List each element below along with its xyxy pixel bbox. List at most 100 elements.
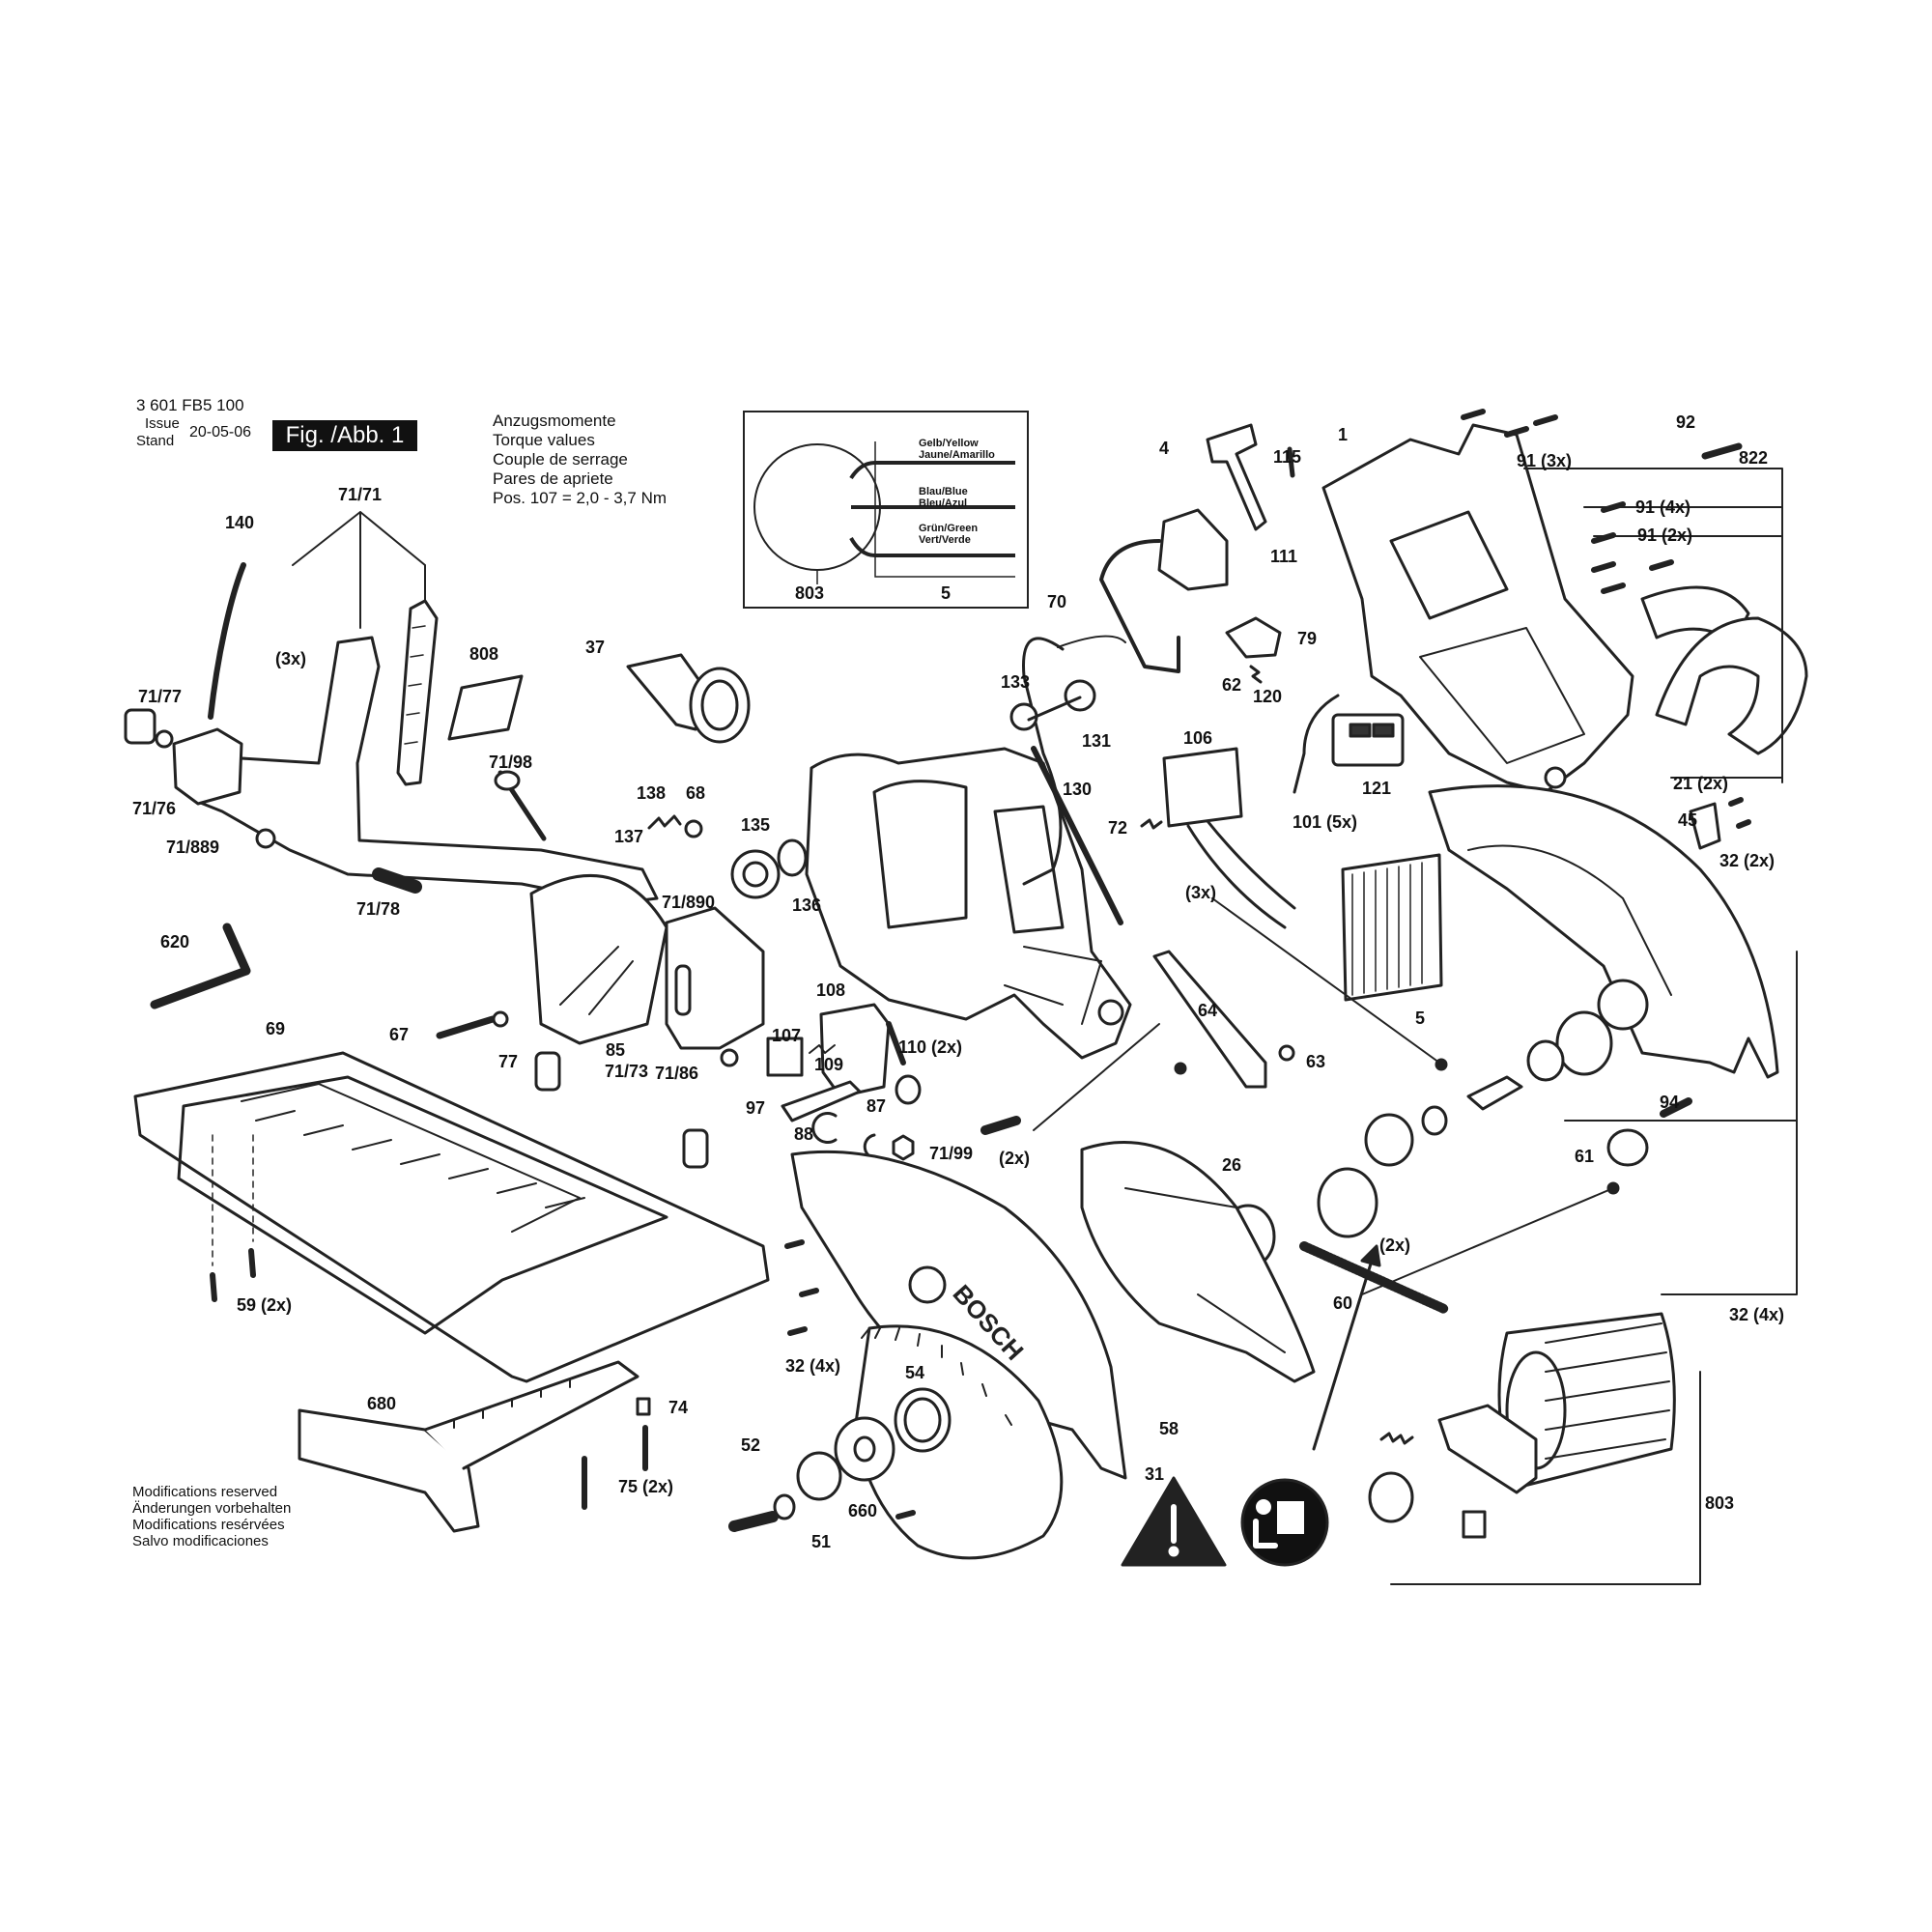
part-gear	[1555, 1010, 1613, 1076]
figure-badge: Fig. /Abb. 1	[272, 420, 417, 451]
part-140-strip	[208, 562, 246, 720]
label-2x-a: (2x)	[999, 1149, 1031, 1168]
label-130: 130	[1063, 780, 1093, 799]
part-32-screws-top	[1728, 797, 1751, 829]
wire-green-line1: Grün/Green	[919, 523, 979, 534]
part-61-bushing	[1606, 1128, 1649, 1167]
part-130-cord	[1031, 746, 1123, 925]
part-motor-housing	[805, 747, 1132, 1060]
footer-line-2: Änderungen vorbehalten	[132, 1500, 292, 1517]
part-85-clamp-a	[534, 1051, 561, 1092]
part-brush	[1462, 1510, 1487, 1539]
label-67: 67	[389, 1025, 410, 1044]
part-88-clip	[811, 1112, 838, 1144]
part-59-screw-a	[210, 1272, 217, 1302]
label-111: 111	[1270, 547, 1298, 566]
part-51-flange	[796, 1451, 842, 1501]
label-91-2x: 91 (2x)	[1637, 526, 1693, 545]
part-107-brush	[766, 1037, 804, 1077]
label-72: 72	[1108, 818, 1128, 838]
part-92-pin	[1701, 442, 1743, 460]
label-45: 45	[1678, 810, 1698, 830]
part-85-clamp-b	[682, 1128, 709, 1169]
part-135-bearing	[730, 849, 781, 899]
label-107: 107	[772, 1026, 802, 1045]
label-52: 52	[741, 1435, 761, 1455]
label-32-4x-a: 32 (4x)	[785, 1356, 841, 1376]
label-120: 120	[1253, 687, 1283, 706]
label-69: 69	[266, 1019, 286, 1038]
part-45-clip	[1689, 802, 1721, 850]
part-5-filter	[1341, 853, 1443, 1002]
label-135: 135	[741, 815, 771, 835]
label-71-99: 71/99	[929, 1144, 974, 1163]
part-94-screw	[1660, 1097, 1692, 1118]
wire-green-line2: Vert/Verde	[919, 534, 971, 546]
part-scale-strip	[396, 599, 439, 786]
label-71-76: 71/76	[132, 799, 177, 818]
stand-label: Stand	[136, 433, 175, 449]
wiring-diagram	[753, 441, 1015, 584]
label-138: 138	[637, 783, 667, 803]
label-87: 87	[867, 1096, 887, 1116]
label-121: 121	[1362, 779, 1392, 798]
part-4-switch	[1157, 508, 1229, 591]
label-91-4x: 91 (4x)	[1635, 497, 1691, 517]
label-70: 70	[1047, 592, 1067, 611]
part-120-cable	[1293, 694, 1340, 794]
label-32-4x-b: 32 (4x)	[1729, 1305, 1785, 1324]
part-110-bolt	[895, 1074, 922, 1105]
label-54: 54	[905, 1363, 925, 1382]
wire-label-5: 5	[941, 583, 952, 603]
part-71-73-bracket	[529, 874, 668, 1045]
label-1: 1	[1338, 425, 1349, 444]
part-109-spring	[809, 1044, 836, 1054]
label-71-98: 71/98	[489, 753, 533, 772]
label-79: 79	[1297, 629, 1318, 648]
arrow-60	[1312, 1259, 1374, 1451]
label-26: 26	[1222, 1155, 1242, 1175]
label-75: 75 (2x)	[618, 1477, 674, 1496]
wiring-detail-box: Gelb/Yellow Jaune/Amarillo Blau/Blue Ble…	[743, 411, 1029, 609]
label-803: 803	[1705, 1493, 1735, 1513]
label-32-2x: 32 (2x)	[1719, 851, 1776, 870]
part-71-86-washer	[720, 1048, 739, 1067]
label-94: 94	[1660, 1093, 1680, 1112]
label-133: 133	[1001, 672, 1031, 692]
label-2x-b: (2x)	[1379, 1236, 1411, 1255]
part-bearing	[1364, 1113, 1414, 1167]
part-72-spring	[1140, 818, 1163, 830]
part-number: 3 601 FB5 100	[136, 396, 244, 414]
part-1-handle-housing	[1321, 423, 1634, 794]
part-71-99-nut	[892, 1134, 915, 1161]
part-79-connector	[1225, 616, 1282, 659]
part-115-screw	[1287, 446, 1295, 478]
part-97-link	[781, 1080, 862, 1122]
label-91-3x: 91 (3x)	[1517, 451, 1573, 470]
part-108-switch	[819, 1003, 891, 1098]
torque-line-2: Torque values	[493, 431, 595, 449]
label-660: 660	[848, 1501, 878, 1520]
part-110-screw	[886, 1021, 906, 1065]
label-101: 101 (5x)	[1293, 812, 1358, 832]
part-71-890-cover	[665, 906, 765, 1050]
wire-yellow-line1: Gelb/Yellow	[919, 438, 979, 449]
label-31: 31	[1145, 1464, 1165, 1484]
torque-line-4: Pares de apriete	[493, 469, 613, 488]
label-5: 5	[1415, 1009, 1426, 1028]
part-64-lever	[1152, 950, 1267, 1089]
label-109: 109	[814, 1055, 844, 1074]
label-92: 92	[1676, 412, 1696, 432]
label-21: 21 (2x)	[1673, 774, 1729, 793]
label-71-890: 71/890	[662, 893, 716, 912]
label-71-71: 71/71	[338, 485, 383, 504]
part-motor-spring	[1379, 1432, 1414, 1445]
part-bearing-housing	[1317, 1167, 1378, 1238]
part-58-lower-guard	[1080, 1141, 1316, 1383]
label-68: 68	[686, 783, 706, 803]
label-110: 110 (2x)	[898, 1037, 963, 1057]
footer-line-3: Modifications resérvées	[132, 1517, 285, 1533]
label-680: 680	[367, 1394, 397, 1413]
label-97: 97	[746, 1098, 766, 1118]
part-106-switch	[1162, 747, 1243, 828]
